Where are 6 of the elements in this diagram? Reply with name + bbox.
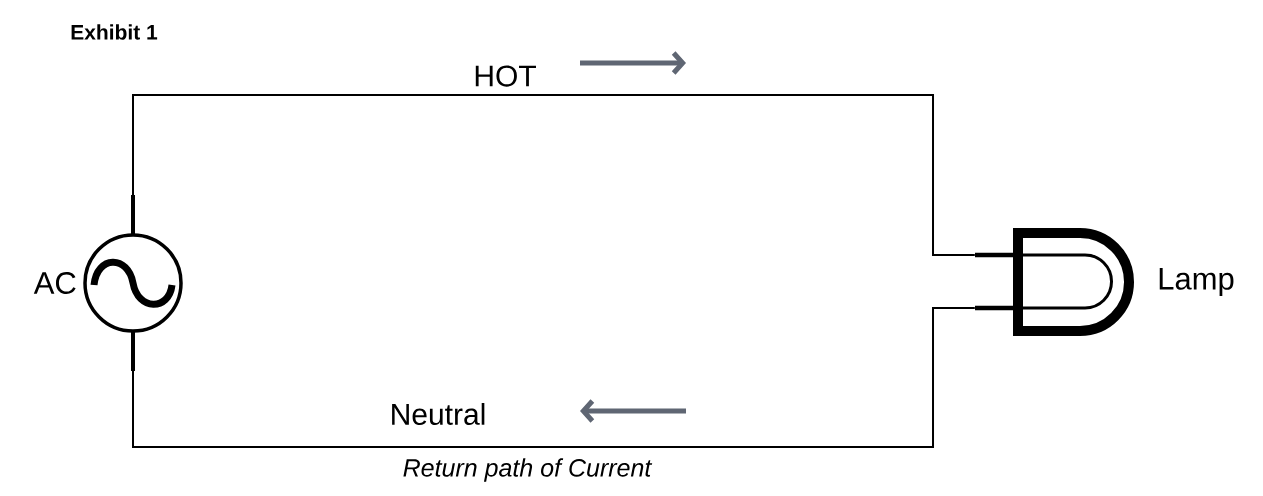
wire — [132, 94, 976, 256]
edge-label: HOT — [475, 65, 536, 87]
edge-label: Neutral — [392, 403, 485, 426]
wire — [132, 307, 976, 448]
note: Return path of Current — [403, 458, 653, 482]
title: Exhibit 1 — [71, 24, 158, 40]
